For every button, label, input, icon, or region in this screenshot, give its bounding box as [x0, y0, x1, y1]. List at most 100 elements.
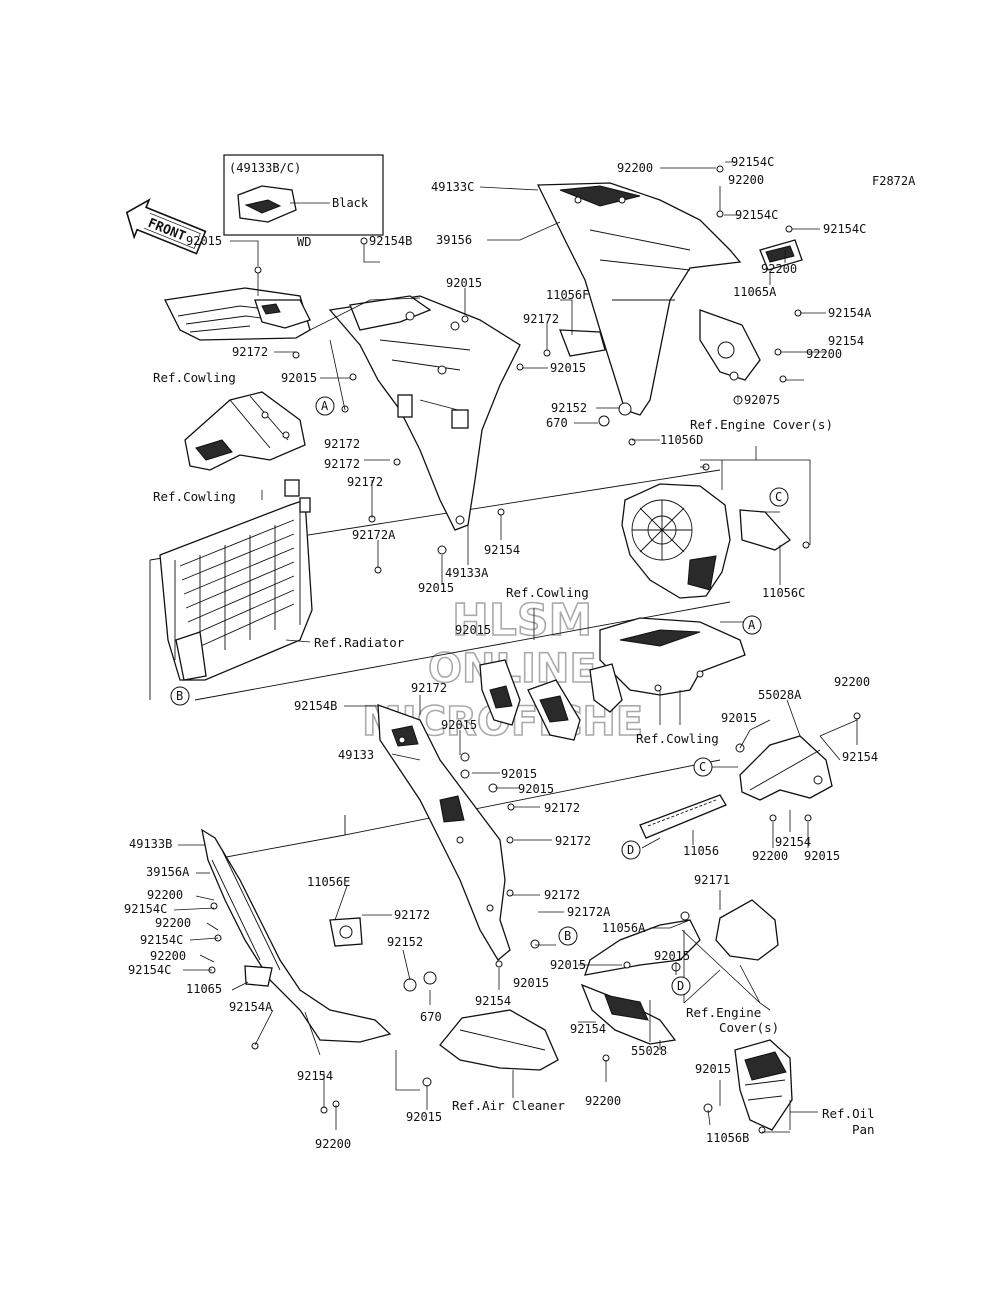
ref-cowling-4: Ref.Cowling [636, 731, 719, 746]
part-label-670: 670 [546, 416, 568, 430]
part-label-92015: 92015 [281, 371, 317, 385]
left-duct [164, 266, 311, 341]
part-label-92172a: 92172A [352, 528, 396, 542]
part-label-92172: 92172 [544, 888, 580, 902]
radiator [159, 479, 313, 681]
ref-oil-line1: Ref.Oil [822, 1106, 875, 1121]
part-label-92154a: 92154A [229, 1000, 273, 1014]
svg-text:D: D [627, 843, 634, 857]
ref-radiator: Ref.Radiator [314, 635, 405, 650]
part-label-11056c: 11056C [762, 586, 805, 600]
part-label-92172: 92172 [324, 457, 360, 471]
part-label-92015: 92015 [804, 849, 840, 863]
part-label-92154: 92154 [842, 750, 878, 764]
callout-B1: B [170, 686, 190, 706]
part-label-92172: 92172 [523, 312, 559, 326]
part-label-92015: 92015 [513, 976, 549, 990]
part-label-92015: 92015 [550, 361, 586, 375]
callout-A1: A [315, 396, 335, 416]
part-label-92200: 92200 [150, 949, 186, 963]
ref-air-cleaner: Ref.Air Cleaner [452, 1098, 565, 1113]
part-label-92154c: 92154C [140, 933, 183, 947]
svg-text:A: A [748, 618, 756, 632]
callout-D2: D [671, 976, 691, 996]
part-label-11056: 11056 [683, 844, 719, 858]
part-label-92172: 92172 [555, 834, 591, 848]
part-label-92172: 92172 [394, 908, 430, 922]
part-label-92200: 92200 [834, 675, 870, 689]
part-label-92154: 92154 [775, 835, 811, 849]
part-label-11056a: 11056A [602, 921, 646, 935]
part-label-92154: 92154 [484, 543, 520, 557]
part-label-39156a: 39156A [146, 865, 190, 879]
ref-engine-line2: Cover(s) [719, 1020, 779, 1035]
svg-text:A: A [321, 399, 329, 413]
part-label-92152: 92152 [551, 401, 587, 415]
part-label-92152: 92152 [387, 935, 423, 949]
part-label-92015: 92015 [406, 1110, 442, 1124]
part-label-92171: 92171 [694, 873, 730, 887]
ref-cowling-3: Ref.Cowling [506, 585, 589, 600]
svg-text:C: C [699, 760, 706, 774]
inner-panel-49133a [328, 295, 521, 531]
oil-pan-bracket [734, 1039, 793, 1131]
part-label-92015: 92015 [455, 623, 491, 637]
part-label-11056d: 11056D [660, 433, 703, 447]
part-label-92200: 92200 [315, 1137, 351, 1151]
inset-color-label: Black [332, 196, 369, 210]
part-label-92200: 92200 [155, 916, 191, 930]
upper-cowl-49133c [536, 182, 803, 416]
callout-D1: D [621, 840, 641, 860]
lower-engine-guard [580, 899, 779, 1045]
part-label-49133a: 49133A [445, 566, 489, 580]
part-label-92154c: 92154C [823, 222, 866, 236]
part-label-92172: 92172 [232, 345, 268, 359]
part-label-92015: 92015 [186, 234, 222, 248]
watermark-line1: HLSM [452, 595, 592, 646]
part-label-92154: 92154 [828, 334, 864, 348]
part-label-92015: 92015 [695, 1062, 731, 1076]
part-label-92015: 92015 [654, 949, 690, 963]
svg-text:B: B [176, 689, 183, 703]
part-label-92154c: 92154C [128, 963, 171, 977]
part-label-92172a: 92172A [567, 905, 611, 919]
ref-engine-line1: Ref.Engine [686, 1005, 761, 1020]
callout-B2: B [558, 926, 578, 946]
part-label-92015: 92015 [550, 958, 586, 972]
part-label-92172: 92172 [324, 437, 360, 451]
callout-A2: A [742, 615, 762, 635]
inset-footer: WD [297, 235, 311, 249]
part-label-11056b: 11056B [706, 1131, 749, 1145]
part-label-92075: 92075 [744, 393, 780, 407]
part-label-49133c: 49133C [431, 180, 474, 194]
part-label-49133: 49133 [338, 748, 374, 762]
part-label-49133b: 49133B [129, 837, 172, 851]
inset-title: (49133B/C) [229, 161, 301, 175]
part-label-92154: 92154 [475, 994, 511, 1008]
ref-cowling-1: Ref.Cowling [153, 370, 236, 385]
part-label-11065: 11065 [186, 982, 222, 996]
bracket-55028a [639, 735, 833, 839]
part-label-92172: 92172 [411, 681, 447, 695]
lower-side-panel-49133b [201, 828, 437, 1043]
color-inset: (49133B/C) Black WD [223, 154, 384, 249]
part-label-39156: 39156 [436, 233, 472, 247]
part-label-92200: 92200 [752, 849, 788, 863]
part-label-92172: 92172 [544, 801, 580, 815]
engine-cover [621, 483, 791, 599]
part-label-92200: 92200 [728, 173, 764, 187]
part-label-92200: 92200 [806, 347, 842, 361]
part-label-92154b: 92154B [369, 234, 412, 248]
inset-part-shade [244, 199, 282, 214]
part-label-11056e: 11056E [307, 875, 350, 889]
part-label-92154b: 92154B [294, 699, 337, 713]
part-label-92015: 92015 [441, 718, 477, 732]
part-label-92154: 92154 [297, 1069, 333, 1083]
part-label-92154c: 92154C [124, 902, 167, 916]
part-label-92200: 92200 [617, 161, 653, 175]
part-label-92154: 92154 [570, 1022, 606, 1036]
part-label-92200: 92200 [585, 1094, 621, 1108]
part-label-92154c: 92154C [731, 155, 774, 169]
